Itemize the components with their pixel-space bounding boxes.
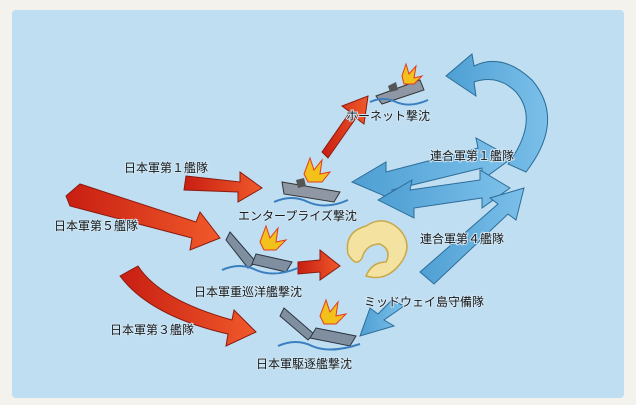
- label-japan-fleet5: 日本軍第５艦隊: [54, 218, 138, 233]
- ship-destroyer: [277, 298, 361, 351]
- red-arrow-fleet3: [119, 265, 257, 347]
- allied-arrows: [350, 53, 549, 337]
- label-destroyer-sunk: 日本軍駆逐艦撃沈: [256, 356, 352, 371]
- blue-arrow-fleet4: [419, 187, 525, 285]
- explosion-icon: [303, 156, 332, 183]
- red-arrow-fleet5: [65, 183, 221, 251]
- label-allied-fleet1: 連合軍第１艦隊: [430, 148, 514, 163]
- red-arrow-fleet1: [183, 171, 263, 203]
- ship-cruiser: [221, 224, 299, 275]
- ship-hornet: [369, 62, 429, 106]
- midway-island: [346, 220, 408, 279]
- explosion-icon: [401, 62, 424, 85]
- label-midway-garrison: ミッドウェイ島守備隊: [364, 294, 484, 309]
- explosion-icon: [319, 298, 348, 325]
- label-allied-fleet4: 連合軍第４艦隊: [420, 231, 504, 246]
- blue-arrow-midway: [359, 299, 405, 337]
- label-cruiser-sunk: 日本軍重巡洋艦撃沈: [194, 284, 302, 299]
- red-arrow-to-island: [297, 248, 341, 281]
- explosion-icon: [259, 224, 288, 251]
- blue-arrow-arc-to-hornet: [445, 53, 549, 173]
- label-hornet-sunk: ホーネット撃沈: [346, 108, 430, 123]
- japanese-arrows: [65, 95, 369, 347]
- ship-enterprise: [273, 156, 349, 207]
- red-arrow-to-hornet: [321, 95, 369, 159]
- blue-arrow-fleet1-lower: [376, 169, 511, 219]
- label-enterprise-sunk: エンタープライズ撃沈: [238, 208, 357, 223]
- label-japan-fleet1: 日本軍第１艦隊: [124, 160, 208, 175]
- label-japan-fleet3: 日本軍第３艦隊: [110, 322, 194, 337]
